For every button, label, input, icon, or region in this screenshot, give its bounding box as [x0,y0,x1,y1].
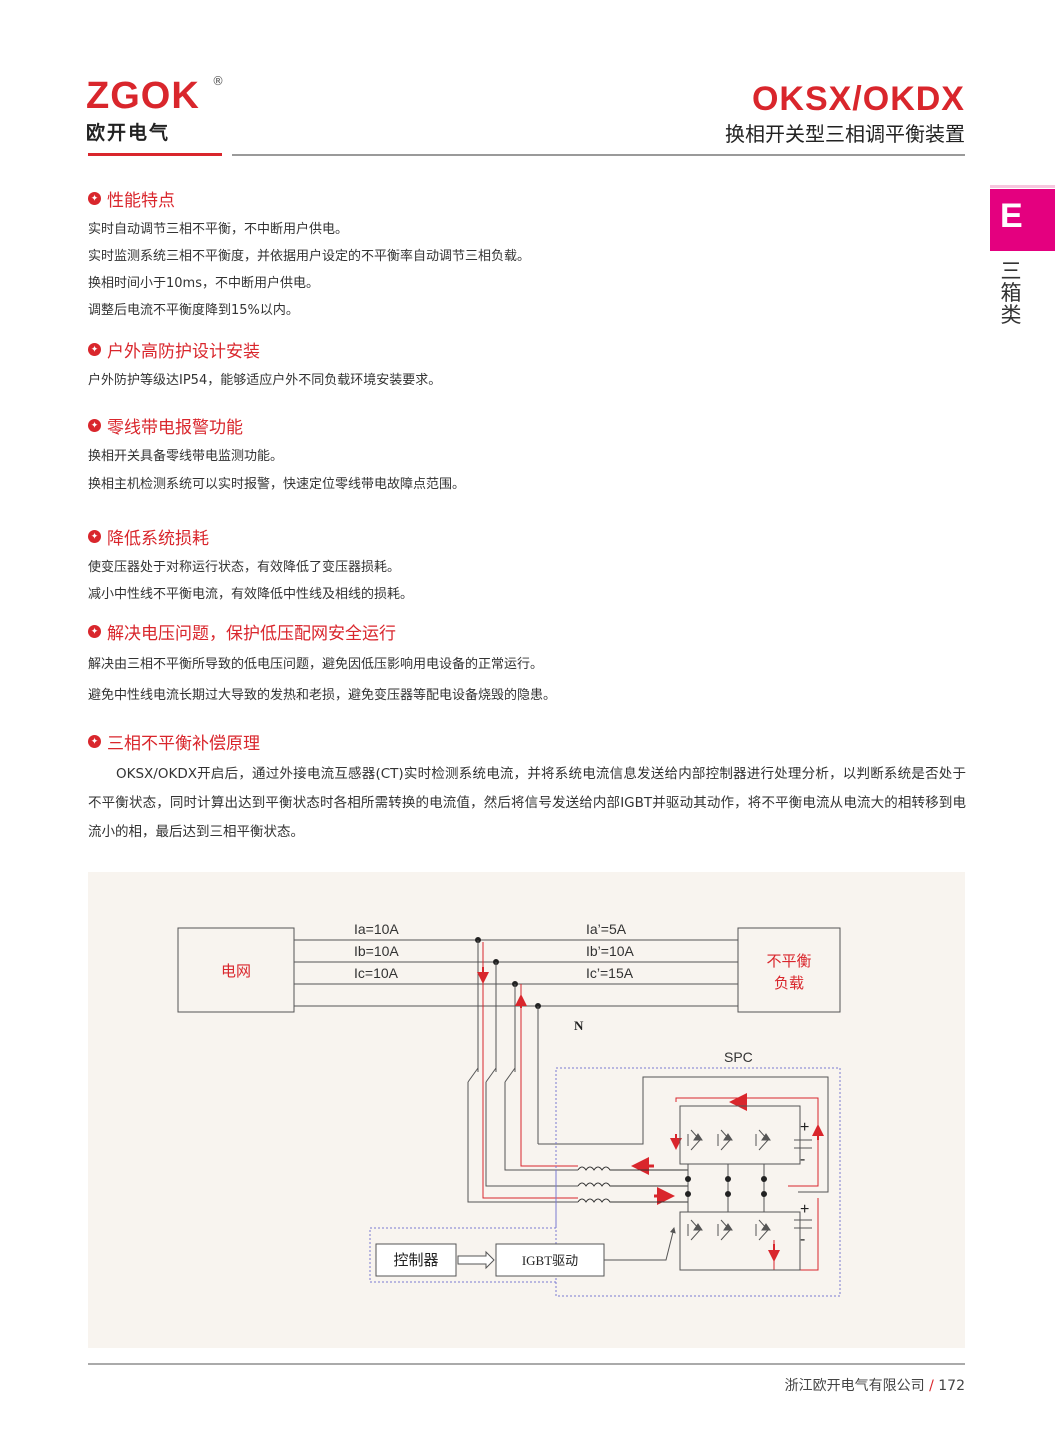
load-box [737,927,841,1013]
page-footer: 浙江欧开电气有限公司 / 172 [785,1375,965,1395]
brand-cn-name: 欧开电气 [86,122,171,144]
section-title-loss: ✦降低系统损耗 [88,524,209,549]
section-title-neutral-alarm: ✦零线带电报警功能 [88,413,243,438]
grid-label: 电网 [221,963,251,980]
side-tab: E [990,189,1055,251]
brand-logo: ZGOK ® 欧开电气 [86,74,224,145]
cap-plus-top: + [800,1119,809,1136]
product-subtitle: 换相开关型三相调平衡装置 [725,122,965,146]
igbt-icons [687,1129,771,1241]
switch-b [485,1067,497,1083]
cap-minus-top: - [800,1151,805,1168]
text-line: 户外防护等级达IP54，能够适应户外不同负载环境安装要求。 [88,373,442,388]
section-title-principle: ✦三相不平衡补偿原理 [88,729,260,754]
controller-arrow [457,1250,495,1270]
controller-label: 控制器 [393,1252,438,1269]
text-line: 实时监测系统三相不平衡度，并依据用户设定的不平衡率自动调节三相负载。 [88,249,531,264]
current-path-red [773,1198,819,1271]
footer-rule [88,1363,965,1365]
text-line: 换相主机检测系统可以实时报警，快速定位零线带电故障点范围。 [88,477,466,492]
neutral-label: N [574,1018,584,1033]
ib-label: Ib=10A [354,943,399,959]
junction-dot [685,1191,691,1197]
grid-box [177,927,295,1013]
side-tab-letter: E [1000,197,1023,235]
cap-minus-bottom: - [800,1231,805,1248]
star-bullet-icon: ✦ [88,735,101,748]
ic-label: Ic=10A [354,965,399,981]
spc-label: SPC [724,1049,753,1065]
brand-name: ZGOK [86,75,200,117]
junction-dot [725,1176,731,1182]
bridge-top [679,1105,801,1165]
registered-mark: ® [212,74,224,88]
page-number: 172 [938,1378,965,1394]
text-line: 解决由三相不平衡所导致的低电压问题，避免因低压影响用电设备的正常运行。 [88,657,544,672]
ia-out-label: Ia’=5A [586,921,627,937]
logo-underline [88,153,222,156]
junction-dot [725,1191,731,1197]
star-bullet-icon: ✦ [88,625,101,638]
inductor-group [577,1166,688,1203]
ib-out-label: Ib’=10A [586,943,635,959]
controller-box [375,1243,457,1277]
ia-label: Ia=10A [354,921,399,937]
load-label-2: 负载 [774,975,804,992]
junction-dot [685,1176,691,1182]
bridge-bottom [679,1211,801,1271]
text-line: 调整后电流不平衡度降到15%以内。 [88,303,299,318]
cap-plus-bottom: + [800,1201,809,1218]
capacitor-top [794,1139,812,1149]
wire-a [467,1082,578,1203]
wire-c [504,1082,578,1171]
side-tab-stripe [990,185,1055,188]
product-model: OKSX/OKDX [751,80,965,118]
current-path-red [482,942,578,1199]
section-title-voltage: ✦解决电压问题，保护低压配网安全运行 [88,619,396,644]
text-line: 换相开关具备零线带电监测功能。 [88,449,284,464]
wire-b [485,1082,578,1187]
load-label-1: 不平衡 [766,953,811,970]
control-dashed-line [369,1172,557,1283]
header-rule [232,154,965,156]
principle-paragraph: OKSX/OKDX开启后，通过外接电流互感器(CT)实时检测系统电流，并将系统电… [88,766,966,840]
section-title-features: ✦性能特点 [88,186,175,211]
wire-n [538,1076,829,1193]
text-line: 减小中性线不平衡电流，有效降低中性线及相线的损耗。 [88,587,414,602]
current-path-red [675,1097,819,1187]
junction-dot [761,1176,767,1182]
text-line: 避免中性线电流长期过大导致的发热和老损，避免变压器等配电设备烧毁的隐患。 [88,688,557,703]
section-title-outdoor: ✦户外高防护设计安装 [88,337,260,362]
footer-slash: / [929,1378,934,1394]
company-name: 浙江欧开电气有限公司 [784,1378,925,1394]
switch-a [467,1067,479,1083]
circuit-diagram: 电网 不平衡 负载 Ia=10A Ib=10A Ic=10A Ia’=5A Ib… [88,872,965,1348]
star-bullet-icon: ✦ [88,343,101,356]
star-bullet-icon: ✦ [88,192,101,205]
star-bullet-icon: ✦ [88,530,101,543]
side-tab-label: 三箱类 [1000,259,1022,327]
driver-signal-line [604,1227,676,1261]
current-path-red [520,984,578,1167]
capacitor-bottom [794,1219,812,1229]
text-line: 实时自动调节三相不平衡，不中断用户供电。 [88,222,349,237]
ic-out-label: Ic’=15A [586,965,634,981]
junction-dot [761,1191,767,1197]
switch-c [504,1067,516,1083]
star-bullet-icon: ✦ [88,419,101,432]
text-line: 使变压器处于对称运行状态，有效降低了变压器损耗。 [88,560,401,575]
driver-label: IGBT驱动 [522,1253,578,1268]
text-line: 换相时间小于10ms，不中断用户供电。 [88,276,319,291]
driver-box [495,1243,605,1277]
